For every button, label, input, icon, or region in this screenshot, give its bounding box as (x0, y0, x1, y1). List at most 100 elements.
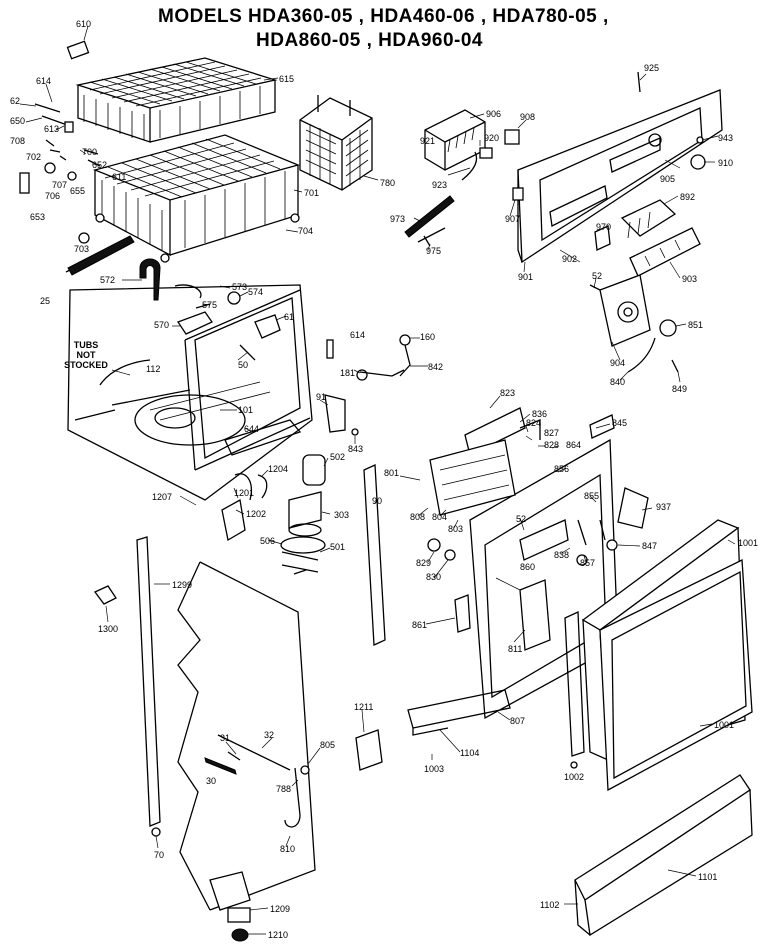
lower-rack (78, 134, 301, 263)
callout-902: 902 (562, 254, 577, 264)
callout-1211: 1211 (354, 702, 373, 712)
callout-702: 702 (26, 152, 41, 162)
callout-845: 845 (612, 418, 627, 428)
callout-573: 573 (232, 282, 247, 292)
callout-101: 101 (238, 405, 253, 415)
callout-856: 856 (554, 464, 569, 474)
callout-614b: 614 (350, 330, 365, 340)
timer-assembly (589, 274, 679, 373)
callout-906: 906 (486, 109, 501, 119)
callout-1201: 1201 (234, 488, 254, 498)
callout-644: 644 (244, 424, 259, 434)
callout-181: 181 (340, 368, 355, 378)
callout-973: 973 (390, 214, 405, 224)
door-outer-panels (564, 519, 753, 792)
callout-903: 903 (682, 274, 697, 284)
callout-810: 810 (280, 844, 295, 854)
callout-70: 70 (154, 850, 164, 860)
callout-807: 807 (510, 716, 525, 726)
callout-1209: 1209 (270, 904, 290, 914)
callout-780: 780 (380, 178, 395, 188)
callout-827: 827 (544, 428, 559, 438)
callout-923: 923 (432, 180, 447, 190)
note-line-2: NOT (77, 350, 97, 360)
float-switch-parts (324, 334, 411, 436)
callout-804: 804 (432, 512, 447, 522)
callout-1003: 1003 (424, 764, 444, 774)
callout-975: 975 (426, 246, 441, 256)
callout-823: 823 (500, 388, 515, 398)
callout-613: 613 (44, 124, 59, 134)
callout-1204: 1204 (268, 464, 288, 474)
callout-920: 920 (484, 133, 499, 143)
note-line-3: STOCKED (64, 360, 108, 370)
callout-615: 615 (279, 74, 294, 84)
callout-861: 861 (412, 620, 427, 630)
callout-labels: 610 615 614 62 650 613 708 702 700 652 6… (10, 19, 758, 940)
heater-strip (65, 235, 135, 276)
callout-655: 655 (70, 186, 85, 196)
callout-52b: 52 (516, 514, 526, 524)
callout-855: 855 (584, 491, 599, 501)
upper-rack (66, 40, 278, 143)
callout-970: 970 (596, 222, 611, 232)
door-inner (427, 407, 619, 720)
spring-parts (404, 195, 455, 247)
callout-849: 849 (672, 384, 687, 394)
callout-910: 910 (718, 158, 733, 168)
control-switch (424, 109, 520, 181)
callout-857: 857 (580, 558, 595, 568)
callout-31: 31 (220, 733, 230, 743)
callout-703: 703 (74, 244, 89, 254)
callout-572: 572 (100, 275, 115, 285)
bracket (355, 729, 383, 771)
tub-assembly (67, 284, 313, 501)
callout-52: 52 (592, 271, 602, 281)
callout-1001: 1001 (738, 538, 758, 548)
callout-811: 811 (508, 644, 522, 654)
callout-90: 90 (372, 496, 382, 506)
callout-1001b: 1001 (714, 720, 734, 730)
callout-32: 32 (264, 730, 274, 740)
callout-652: 652 (92, 160, 107, 170)
callout-803: 803 (448, 524, 463, 534)
selector-switches (620, 199, 701, 277)
callout-706: 706 (45, 191, 60, 201)
callout-905: 905 (660, 174, 675, 184)
callout-1202: 1202 (246, 509, 266, 519)
callout-840: 840 (610, 377, 625, 387)
vertical-trim (363, 464, 386, 646)
callout-801: 801 (384, 468, 399, 478)
callout-830: 830 (426, 572, 441, 582)
callout-506: 506 (260, 536, 275, 546)
callout-1207: 1207 (152, 492, 172, 502)
inlet-valve (209, 871, 251, 942)
callout-921: 921 (420, 136, 435, 146)
callout-808: 808 (410, 512, 425, 522)
leader-lines (19, 25, 736, 935)
callout-62: 62 (10, 96, 20, 106)
callout-908: 908 (520, 112, 535, 122)
callout-847: 847 (642, 541, 657, 551)
callout-1102: 1102 (540, 900, 559, 910)
callout-904: 904 (610, 358, 625, 368)
callout-901: 901 (518, 272, 533, 282)
callout-1210: 1210 (268, 930, 288, 940)
callout-892: 892 (680, 192, 695, 202)
diagram-title: MODELS HDA360-05 , HDA460-06 , HDA780-05… (0, 6, 768, 56)
callout-501: 501 (330, 542, 345, 552)
callout-1104: 1104 (460, 748, 479, 758)
callout-842: 842 (428, 362, 443, 372)
callout-570: 570 (154, 320, 169, 330)
callout-50: 50 (238, 360, 248, 370)
callout-112: 112 (146, 364, 160, 374)
note-line-1: TUBS (74, 340, 99, 350)
callout-843: 843 (348, 444, 363, 454)
callout-650: 650 (10, 116, 25, 126)
callout-829: 829 (416, 558, 431, 568)
callout-30: 30 (206, 776, 216, 786)
tubs-not-stocked-note: TUBS NOT STOCKED (64, 340, 108, 370)
kick-panel (574, 774, 753, 937)
callout-836: 836 (532, 409, 547, 419)
door-latch (576, 487, 649, 566)
